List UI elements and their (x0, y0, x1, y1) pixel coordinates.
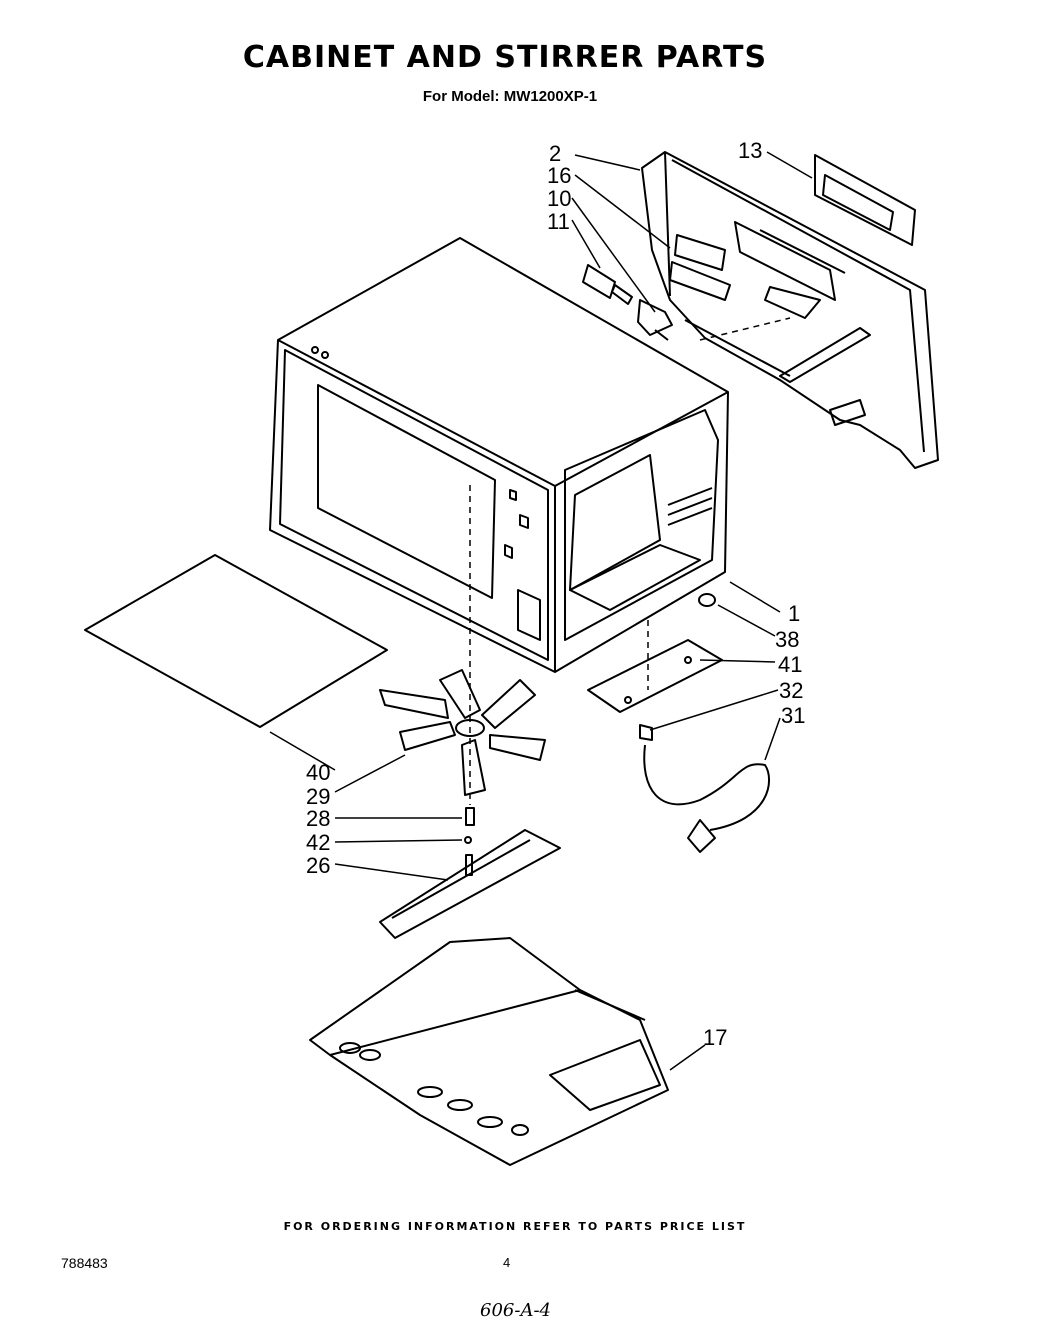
callout-41: 41 (778, 652, 803, 677)
callout-32: 32 (779, 678, 804, 703)
callout-26: 26 (306, 853, 331, 878)
callout-17: 17 (703, 1025, 728, 1050)
page-title: CABINET AND STIRRER PARTS (242, 40, 768, 75)
shaft-bracket-part (379, 829, 561, 939)
base-plate-part (309, 937, 669, 1166)
handwritten-note: 606-A-4 (480, 1300, 551, 1321)
callout-28: 28 (306, 806, 331, 831)
callout-11: 11 (547, 209, 570, 234)
callout-2: 2 (549, 141, 562, 166)
foot-bracket-part (587, 639, 723, 713)
document-number: 788483 (61, 1255, 108, 1271)
callout-13: 13 (738, 138, 763, 163)
leader-lines (269, 151, 813, 1071)
stirrer-blade-part (379, 669, 546, 796)
foot-part (698, 593, 716, 607)
model-subtitle: For Model: MW1200XP-1 (422, 88, 598, 105)
tray-part (84, 554, 388, 728)
callout-42: 42 (306, 830, 331, 855)
callout-29: 29 (306, 784, 331, 809)
callout-31: 31 (781, 703, 806, 728)
callout-16: 16 (547, 163, 572, 188)
callout-38: 38 (775, 627, 800, 652)
callout-1: 1 (788, 601, 801, 626)
callout-40: 40 (306, 760, 331, 785)
lamp-socket-part (582, 261, 731, 341)
page-number: 4 (503, 1255, 511, 1270)
mounting-plate-part (814, 154, 916, 246)
cabinet-part (269, 237, 729, 673)
power-cord-part (639, 724, 771, 853)
ordering-note: FOR ORDERING INFORMATION REFER TO PARTS … (283, 1220, 747, 1233)
assembly-guides (469, 317, 791, 805)
callout-10: 10 (547, 186, 572, 211)
back-panel-part (641, 151, 939, 469)
